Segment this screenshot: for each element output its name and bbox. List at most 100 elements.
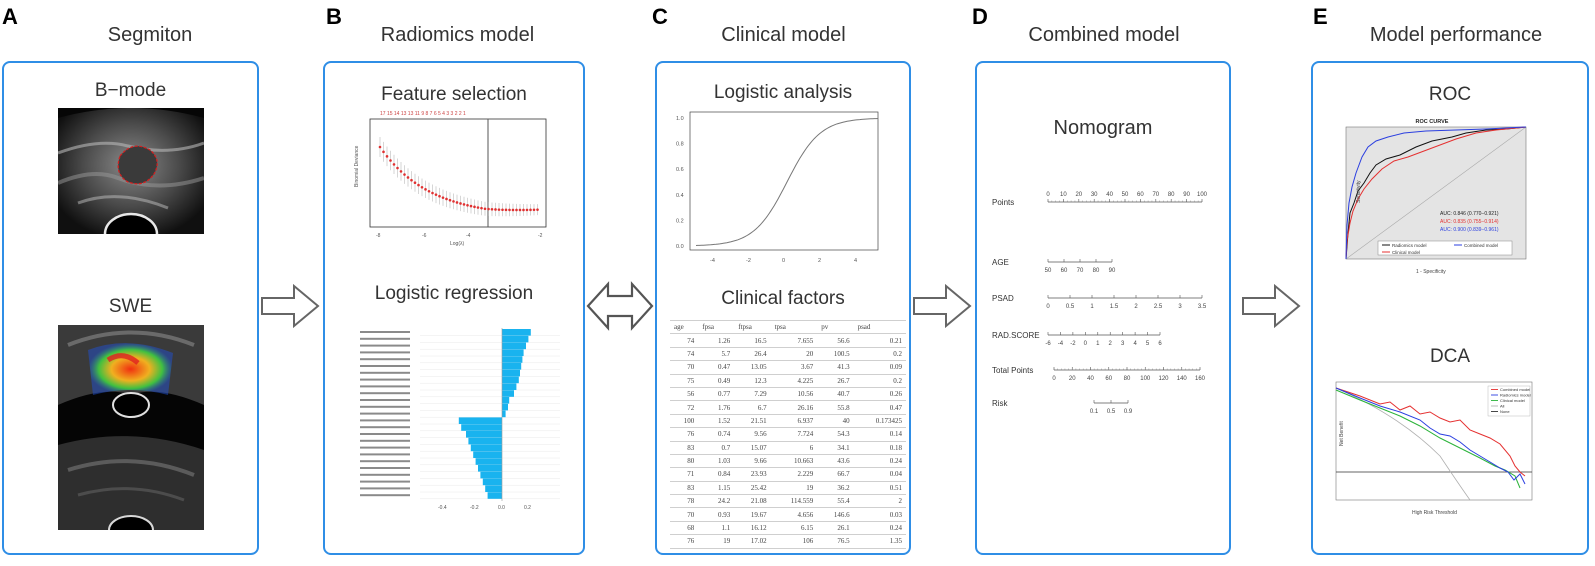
svg-text:-4: -4 [466, 233, 471, 239]
y-tick-label: 0.4 [676, 193, 684, 199]
dca-legend-item: Radiomics model [1500, 393, 1531, 398]
y-tick-label: 0.8 [676, 142, 684, 148]
feature-name-label [360, 487, 410, 490]
svg-text:1 - Specificity: 1 - Specificity [1416, 269, 1446, 275]
x-tick-label: -4 [710, 258, 715, 264]
lasso-point [427, 189, 431, 193]
lasso-point [469, 204, 473, 208]
lasso-point [525, 208, 529, 212]
svg-text:Combined model: Combined model [1464, 243, 1498, 248]
table-header: pv [817, 320, 854, 334]
dca-legend-item: Combined model [1500, 387, 1530, 392]
lasso-point [382, 150, 385, 154]
swe-elastography-image [58, 325, 204, 530]
nomogram-tick: 0 [1084, 341, 1088, 347]
table-row: 732.2613.1617.332.50.5 [670, 547, 906, 552]
nomogram-tick: 100 [1140, 376, 1151, 382]
lasso-point [476, 206, 480, 209]
lasso-point [438, 194, 441, 198]
dca-legend-item: Clinical model [1500, 398, 1525, 403]
nomogram-tick: 3 [1121, 341, 1125, 347]
lasso-point [466, 203, 469, 207]
nomogram-tick: 80 [1093, 268, 1100, 274]
feature-name-label [360, 385, 410, 388]
nomogram-tick: -4 [1058, 341, 1064, 347]
nomogram-tick: 50 [1122, 192, 1129, 198]
arrow-right-icon [1242, 284, 1301, 328]
lasso-top-ticks: 17 15 14 13 13 11 9 8 7 6 5 4 3 3 2 2 1 [380, 111, 466, 117]
nomogram-tick: 1.5 [1110, 304, 1119, 310]
y-tick-label: 0.2 [676, 218, 684, 224]
auc-clinical: AUC: 0.835 (0.755−0.914) [1440, 219, 1499, 225]
nomogram-tick: 80 [1124, 376, 1131, 382]
lasso-point [508, 208, 511, 212]
lasso-point [522, 208, 525, 212]
coefficient-bar [482, 478, 502, 486]
feature-name-label [360, 494, 410, 497]
lasso-point [494, 208, 497, 211]
section-title-b: Radiomics model [380, 24, 535, 46]
feature-name-label [360, 467, 410, 469]
lasso-error-points [378, 137, 539, 217]
nomogram-tick: 2 [1134, 304, 1138, 310]
lasso-cv-plot: 17 15 14 13 13 11 9 8 7 6 5 4 3 3 2 2 1 … [354, 111, 547, 247]
nomogram-tick: 2 [1109, 341, 1113, 347]
lasso-point [385, 155, 389, 158]
lasso-point [406, 176, 410, 179]
feature-name-label [360, 371, 410, 374]
coefficient-bar [475, 458, 502, 465]
dca-legend-item: All [1500, 404, 1505, 409]
nomogram-tick: 80 [1168, 192, 1175, 198]
coefficient-bar [478, 465, 502, 472]
nomogram-tick: 0 [1052, 376, 1056, 382]
roc-label: ROC [1428, 84, 1472, 105]
feature-name-label [360, 453, 410, 456]
roc-curve-chart: ROC CURVE AUC: 0.846 (0.770−0.921) AUC: … [1345, 119, 1527, 275]
svg-text:0.0: 0.0 [498, 505, 505, 511]
lasso-point [536, 208, 539, 211]
svg-text:-0.2: -0.2 [470, 505, 479, 511]
dca-label: DCA [1429, 346, 1471, 367]
lasso-point [473, 205, 476, 209]
auc-combined: AUC: 0.900 (0.839−0.961) [1440, 227, 1499, 233]
y-tick-label: 1.0 [676, 116, 684, 122]
feature-name-label [360, 358, 410, 361]
coefficient-bar [502, 397, 510, 404]
svg-text:High Risk Threshold: High Risk Threshold [1412, 510, 1457, 516]
section-title-a: Segmiton [107, 24, 193, 46]
coefficient-bar [502, 376, 519, 384]
nomogram-tick: 1 [1096, 341, 1100, 347]
svg-text:Clinical model: Clinical model [1392, 250, 1420, 255]
auc-radiomics: AUC: 0.846 (0.770−0.921) [1440, 211, 1499, 217]
lasso-point [487, 207, 490, 211]
lasso-point [529, 208, 532, 212]
nomogram-row-label: AGE [992, 258, 1009, 267]
nomogram-tick: 0.5 [1066, 304, 1075, 310]
section-title-c: Clinical model [721, 24, 846, 46]
svg-text:0.2: 0.2 [524, 505, 531, 511]
nomogram-tick: 0.1 [1090, 409, 1099, 415]
coefficient-bar [461, 424, 502, 431]
nomogram-tick: 20 [1069, 376, 1076, 382]
feature-name-label [360, 433, 410, 435]
feature-name-label [360, 405, 410, 408]
feature-name-label [360, 412, 410, 415]
lasso-point [448, 198, 452, 202]
nomogram-tick: 10 [1060, 192, 1067, 198]
bmode-ultrasound-image [58, 108, 204, 234]
coefficient-bar [502, 335, 529, 343]
nomogram-tick: 0 [1046, 192, 1050, 198]
coefficient-bar [502, 390, 514, 397]
lasso-point [399, 170, 403, 173]
svg-text:Sensitivity: Sensitivity [1356, 180, 1362, 203]
section-letter-e: E [1313, 4, 1328, 29]
lasso-point [420, 185, 424, 189]
swe-label: SWE [108, 296, 153, 317]
